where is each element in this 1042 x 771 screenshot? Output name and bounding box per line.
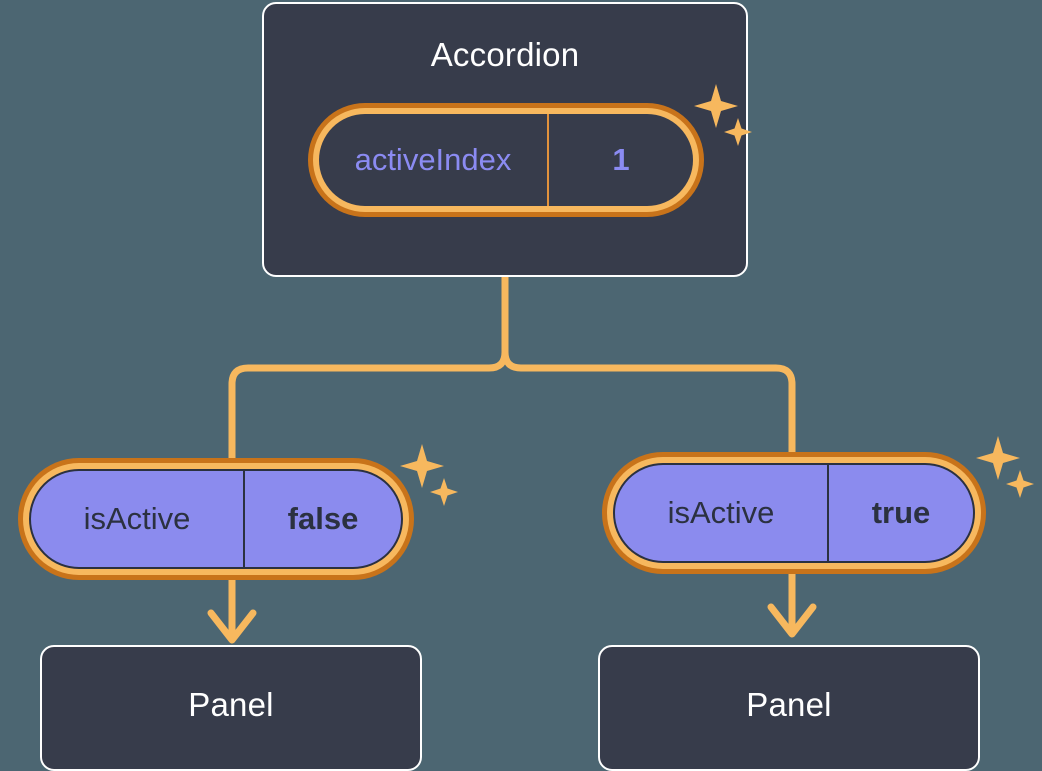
prop-pill-is-active-false[interactable]: isActive false	[18, 458, 414, 580]
pill-inner-ring: isActive true	[607, 457, 981, 569]
pill-key-label: isActive	[31, 471, 245, 567]
pill-key-label: isActive	[615, 465, 829, 561]
arrow-head-left-icon	[207, 609, 257, 644]
arrow-head-right-icon	[767, 603, 817, 638]
pill-value-label: false	[287, 501, 359, 536]
pill-value-label: 1	[612, 142, 630, 177]
pill-body: activeIndex 1	[319, 114, 693, 206]
prop-pill-is-active-true[interactable]: isActive true	[602, 452, 986, 574]
pill-inner-ring: activeIndex 1	[313, 108, 699, 212]
pill-body: isActive true	[613, 463, 975, 563]
pill-body: isActive false	[29, 469, 403, 569]
panel-title: Panel	[746, 686, 832, 723]
wire-right-branch	[501, 273, 796, 456]
panel-title: Panel	[188, 686, 274, 723]
state-pill-active-index[interactable]: activeIndex 1	[308, 103, 704, 217]
pill-key-label: activeIndex	[319, 114, 549, 206]
wire-left-branch	[228, 273, 509, 462]
component-card-panel-left[interactable]: Panel	[40, 645, 422, 771]
page-title: Accordion	[430, 36, 580, 73]
component-card-panel-right[interactable]: Panel	[598, 645, 980, 771]
pill-inner-ring: isActive false	[23, 463, 409, 575]
pill-value-label: true	[871, 495, 931, 530]
